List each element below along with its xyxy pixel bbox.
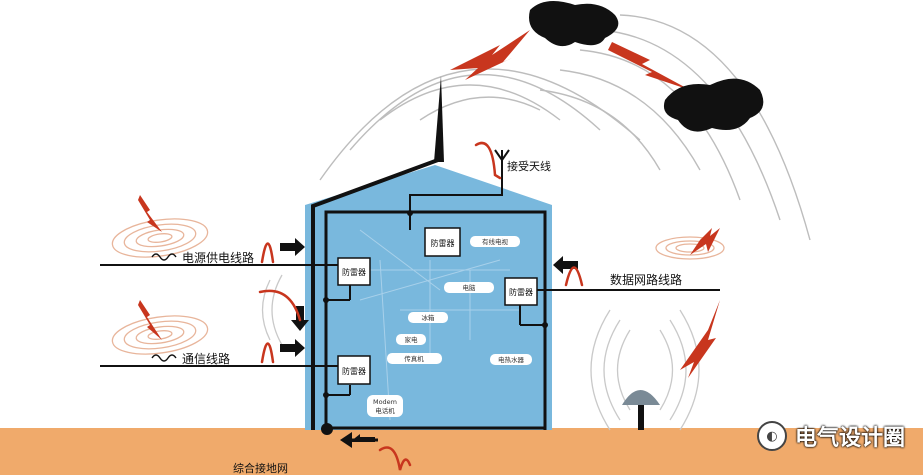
svg-text:有线电视: 有线电视 bbox=[482, 237, 509, 246]
svg-text:冰箱: 冰箱 bbox=[422, 313, 436, 322]
label-data-line: 数据网路线路 bbox=[610, 272, 682, 287]
watermark: ◐ 电气设计圈 bbox=[756, 420, 905, 452]
svg-text:电热水器: 电热水器 bbox=[498, 355, 525, 364]
svg-text:电话机: 电话机 bbox=[375, 406, 395, 415]
svg-text:防雷器: 防雷器 bbox=[342, 366, 366, 376]
rings-power bbox=[111, 218, 209, 258]
down-conductor bbox=[311, 158, 439, 430]
svg-text:防雷器: 防雷器 bbox=[431, 238, 455, 248]
rings-comm bbox=[111, 315, 209, 355]
bonding-frame bbox=[324, 210, 547, 430]
lightning-bolts bbox=[138, 30, 720, 378]
protector-comm: 防雷器 bbox=[337, 355, 371, 385]
label-ground: 综合接地网 bbox=[233, 461, 288, 475]
protector-data: 防雷器 bbox=[504, 277, 538, 306]
watermark-text: 电气设计圈 bbox=[794, 426, 905, 451]
wave-arcs-tree bbox=[590, 309, 700, 431]
label-comm-line: 通信线路 bbox=[182, 351, 230, 366]
device-appliance: 家电 bbox=[396, 334, 426, 345]
device-fridge: 冰箱 bbox=[408, 312, 448, 323]
svg-text:家电: 家电 bbox=[405, 335, 419, 344]
svg-text:传真机: 传真机 bbox=[404, 354, 424, 363]
protector-roof: 防雷器 bbox=[424, 227, 461, 257]
svg-text:防雷器: 防雷器 bbox=[342, 267, 366, 277]
wechat-icon: ◐ bbox=[756, 421, 787, 451]
storm-clouds bbox=[529, 1, 764, 132]
tree-icon bbox=[622, 390, 660, 430]
surge-pulses bbox=[258, 141, 584, 471]
svg-text:Modem: Modem bbox=[373, 398, 397, 406]
svg-text:防雷器: 防雷器 bbox=[509, 287, 533, 297]
rings-data bbox=[655, 236, 725, 260]
device-water-heater: 电热水器 bbox=[490, 354, 532, 365]
device-computer: 电脑 bbox=[444, 282, 494, 293]
device-modem-phone: Modem 电话机 bbox=[367, 395, 403, 417]
lightning-rod bbox=[434, 76, 444, 162]
label-antenna: 接受天线 bbox=[507, 159, 551, 173]
device-cable-tv: 有线电视 bbox=[470, 236, 520, 247]
antenna-icon bbox=[494, 149, 510, 185]
label-power-line: 电源供电线路 bbox=[182, 250, 254, 265]
svg-text:电脑: 电脑 bbox=[463, 283, 477, 292]
protector-power: 防雷器 bbox=[337, 257, 371, 286]
sine-waves bbox=[151, 253, 177, 362]
device-fax: 传真机 bbox=[387, 353, 442, 364]
interior-wiring bbox=[359, 229, 520, 421]
